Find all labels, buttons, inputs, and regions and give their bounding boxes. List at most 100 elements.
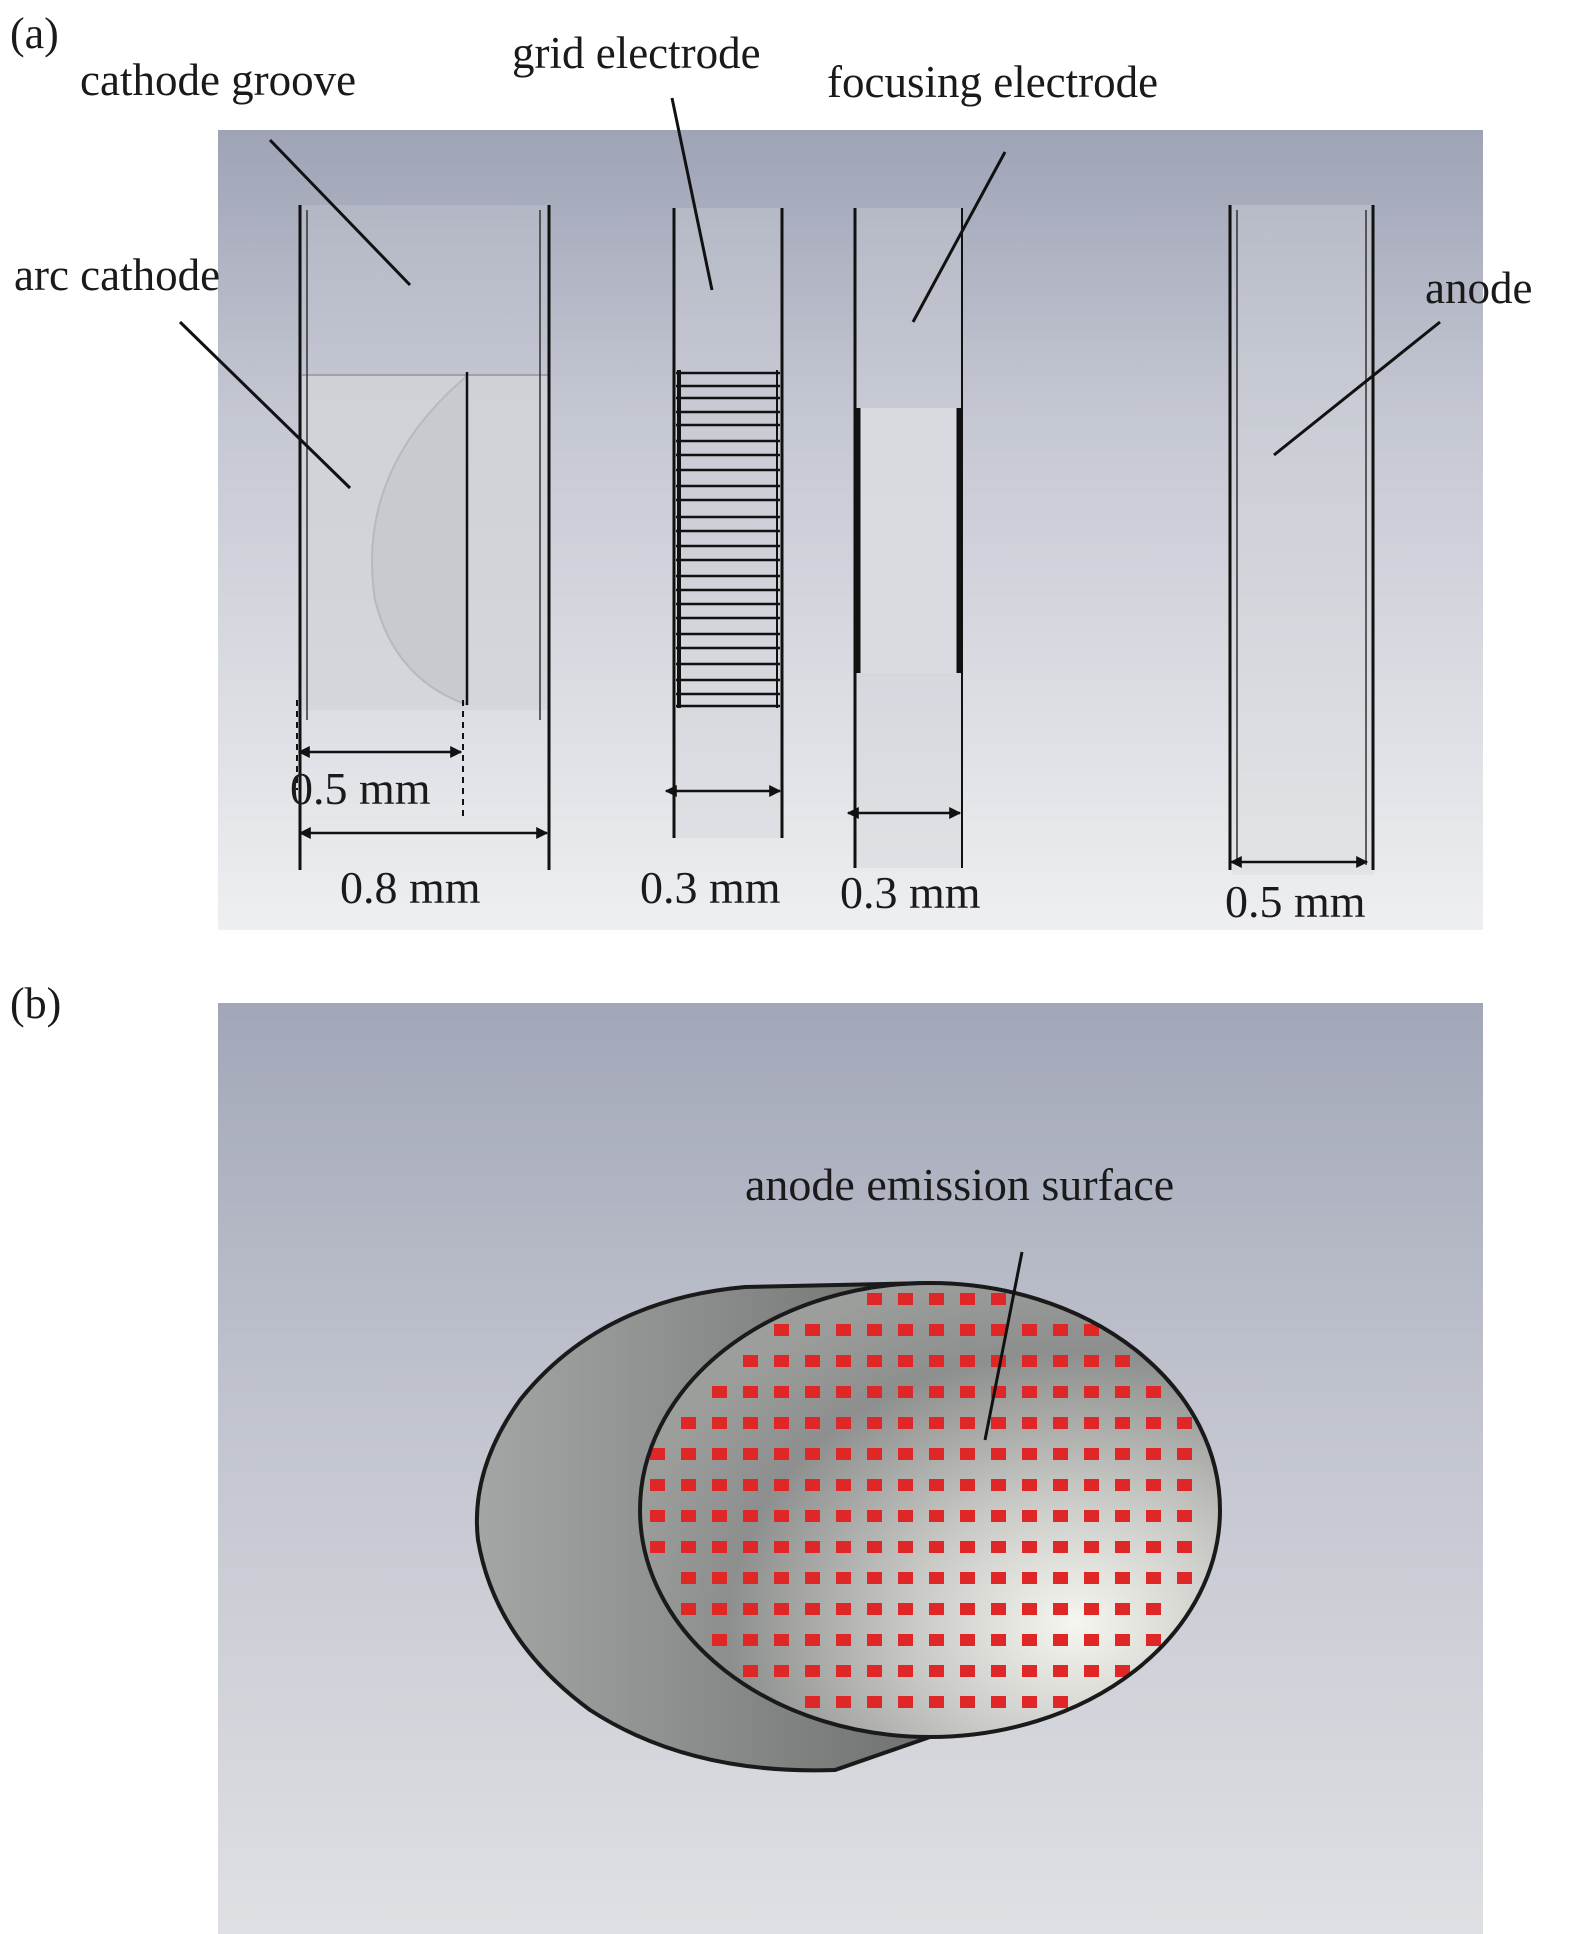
emission-dot [1053,1355,1068,1367]
emission-dot [805,1324,820,1336]
emission-dot [929,1665,944,1677]
emission-dot [991,1541,1006,1553]
emission-dot [1022,1541,1037,1553]
emission-dot [867,1448,882,1460]
emission-dot [774,1665,789,1677]
emission-dot [898,1634,913,1646]
emission-dot [1053,1541,1068,1553]
emission-dot [1146,1510,1161,1522]
emission-dot [991,1324,1006,1336]
emission-dot [712,1541,727,1553]
emission-dot [712,1603,727,1615]
emission-dot [991,1479,1006,1491]
emission-dot [1053,1603,1068,1615]
focusing-aperture [857,408,961,673]
emission-dot [929,1479,944,1491]
label-arc-cathode: arc cathode [14,250,220,300]
emission-dot [1115,1386,1130,1398]
emission-dot [960,1603,975,1615]
emission-dot [1084,1355,1099,1367]
emission-dot [898,1541,913,1553]
emission-dot [836,1324,851,1336]
emission-dot [774,1324,789,1336]
emission-dot [743,1386,758,1398]
emission-dot [743,1417,758,1429]
emission-dot [898,1293,913,1305]
emission-dot [1084,1417,1099,1429]
emission-dot [743,1634,758,1646]
emission-dot [898,1696,913,1708]
emission-dot [743,1572,758,1584]
emission-dot [898,1572,913,1584]
emission-dot [929,1572,944,1584]
emission-dot [836,1510,851,1522]
emission-dot [1022,1696,1037,1708]
emission-dot [1146,1572,1161,1584]
emission-dot [1022,1603,1037,1615]
emission-dot [1084,1479,1099,1491]
emission-dot [929,1696,944,1708]
emission-dot [1053,1479,1068,1491]
emission-dot [867,1603,882,1615]
emission-dot [867,1696,882,1708]
emission-dot [1115,1479,1130,1491]
dim-focusing-width-label: 0.3 mm [840,867,981,918]
grid-electrode [672,208,784,838]
leader-arc-cathode [178,320,352,490]
emission-dot [929,1417,944,1429]
emission-dot [1053,1510,1068,1522]
emission-dot [1053,1417,1068,1429]
emission-dot [805,1696,820,1708]
emission-dot [805,1541,820,1553]
dim-arc-depth-label: 0.5 mm [290,763,431,814]
emission-dot [1022,1479,1037,1491]
emission-dot [867,1572,882,1584]
emission-dot [836,1665,851,1677]
emission-dot [929,1293,944,1305]
emission-dot [960,1417,975,1429]
emission-dot [1146,1479,1161,1491]
label-anode-emission-surface: anode emission surface [745,1159,1174,1210]
emission-dot [1053,1448,1068,1460]
emission-dot [681,1510,696,1522]
emission-dot [960,1696,975,1708]
emission-dot [867,1293,882,1305]
emission-dot [650,1510,665,1522]
emission-dot [681,1448,696,1460]
emission-dot [1146,1541,1161,1553]
emission-dot [929,1324,944,1336]
dim-anode-width-label: 0.5 mm [1225,876,1366,927]
emission-dot [712,1572,727,1584]
emission-dot [836,1696,851,1708]
dim-grid-width-label: 0.3 mm [640,862,781,913]
emission-dot [929,1603,944,1615]
focusing-electrode [853,208,963,868]
emission-dot [1022,1634,1037,1646]
emission-dot [991,1572,1006,1584]
emission-dot [1053,1696,1068,1708]
emission-dot [712,1634,727,1646]
emission-dot [960,1448,975,1460]
emission-dot [898,1448,913,1460]
emission-dot [836,1448,851,1460]
leader-anode [1273,320,1441,457]
emission-dot [805,1417,820,1429]
emission-dot [1084,1324,1099,1336]
emission-dot [1022,1572,1037,1584]
emission-dot [836,1386,851,1398]
emission-dot [712,1448,727,1460]
emission-dot [1146,1386,1161,1398]
emission-dot [1022,1324,1037,1336]
emission-dot [1084,1448,1099,1460]
emission-dot [991,1665,1006,1677]
emission-dot [867,1324,882,1336]
emission-dot [898,1417,913,1429]
emission-dot [1177,1572,1192,1584]
emission-dot [929,1541,944,1553]
emission-dot [929,1634,944,1646]
emission-dot [898,1355,913,1367]
emission-dot [1146,1603,1161,1615]
grid-mesh [676,371,780,708]
anode-face-outline [638,1281,1222,1739]
